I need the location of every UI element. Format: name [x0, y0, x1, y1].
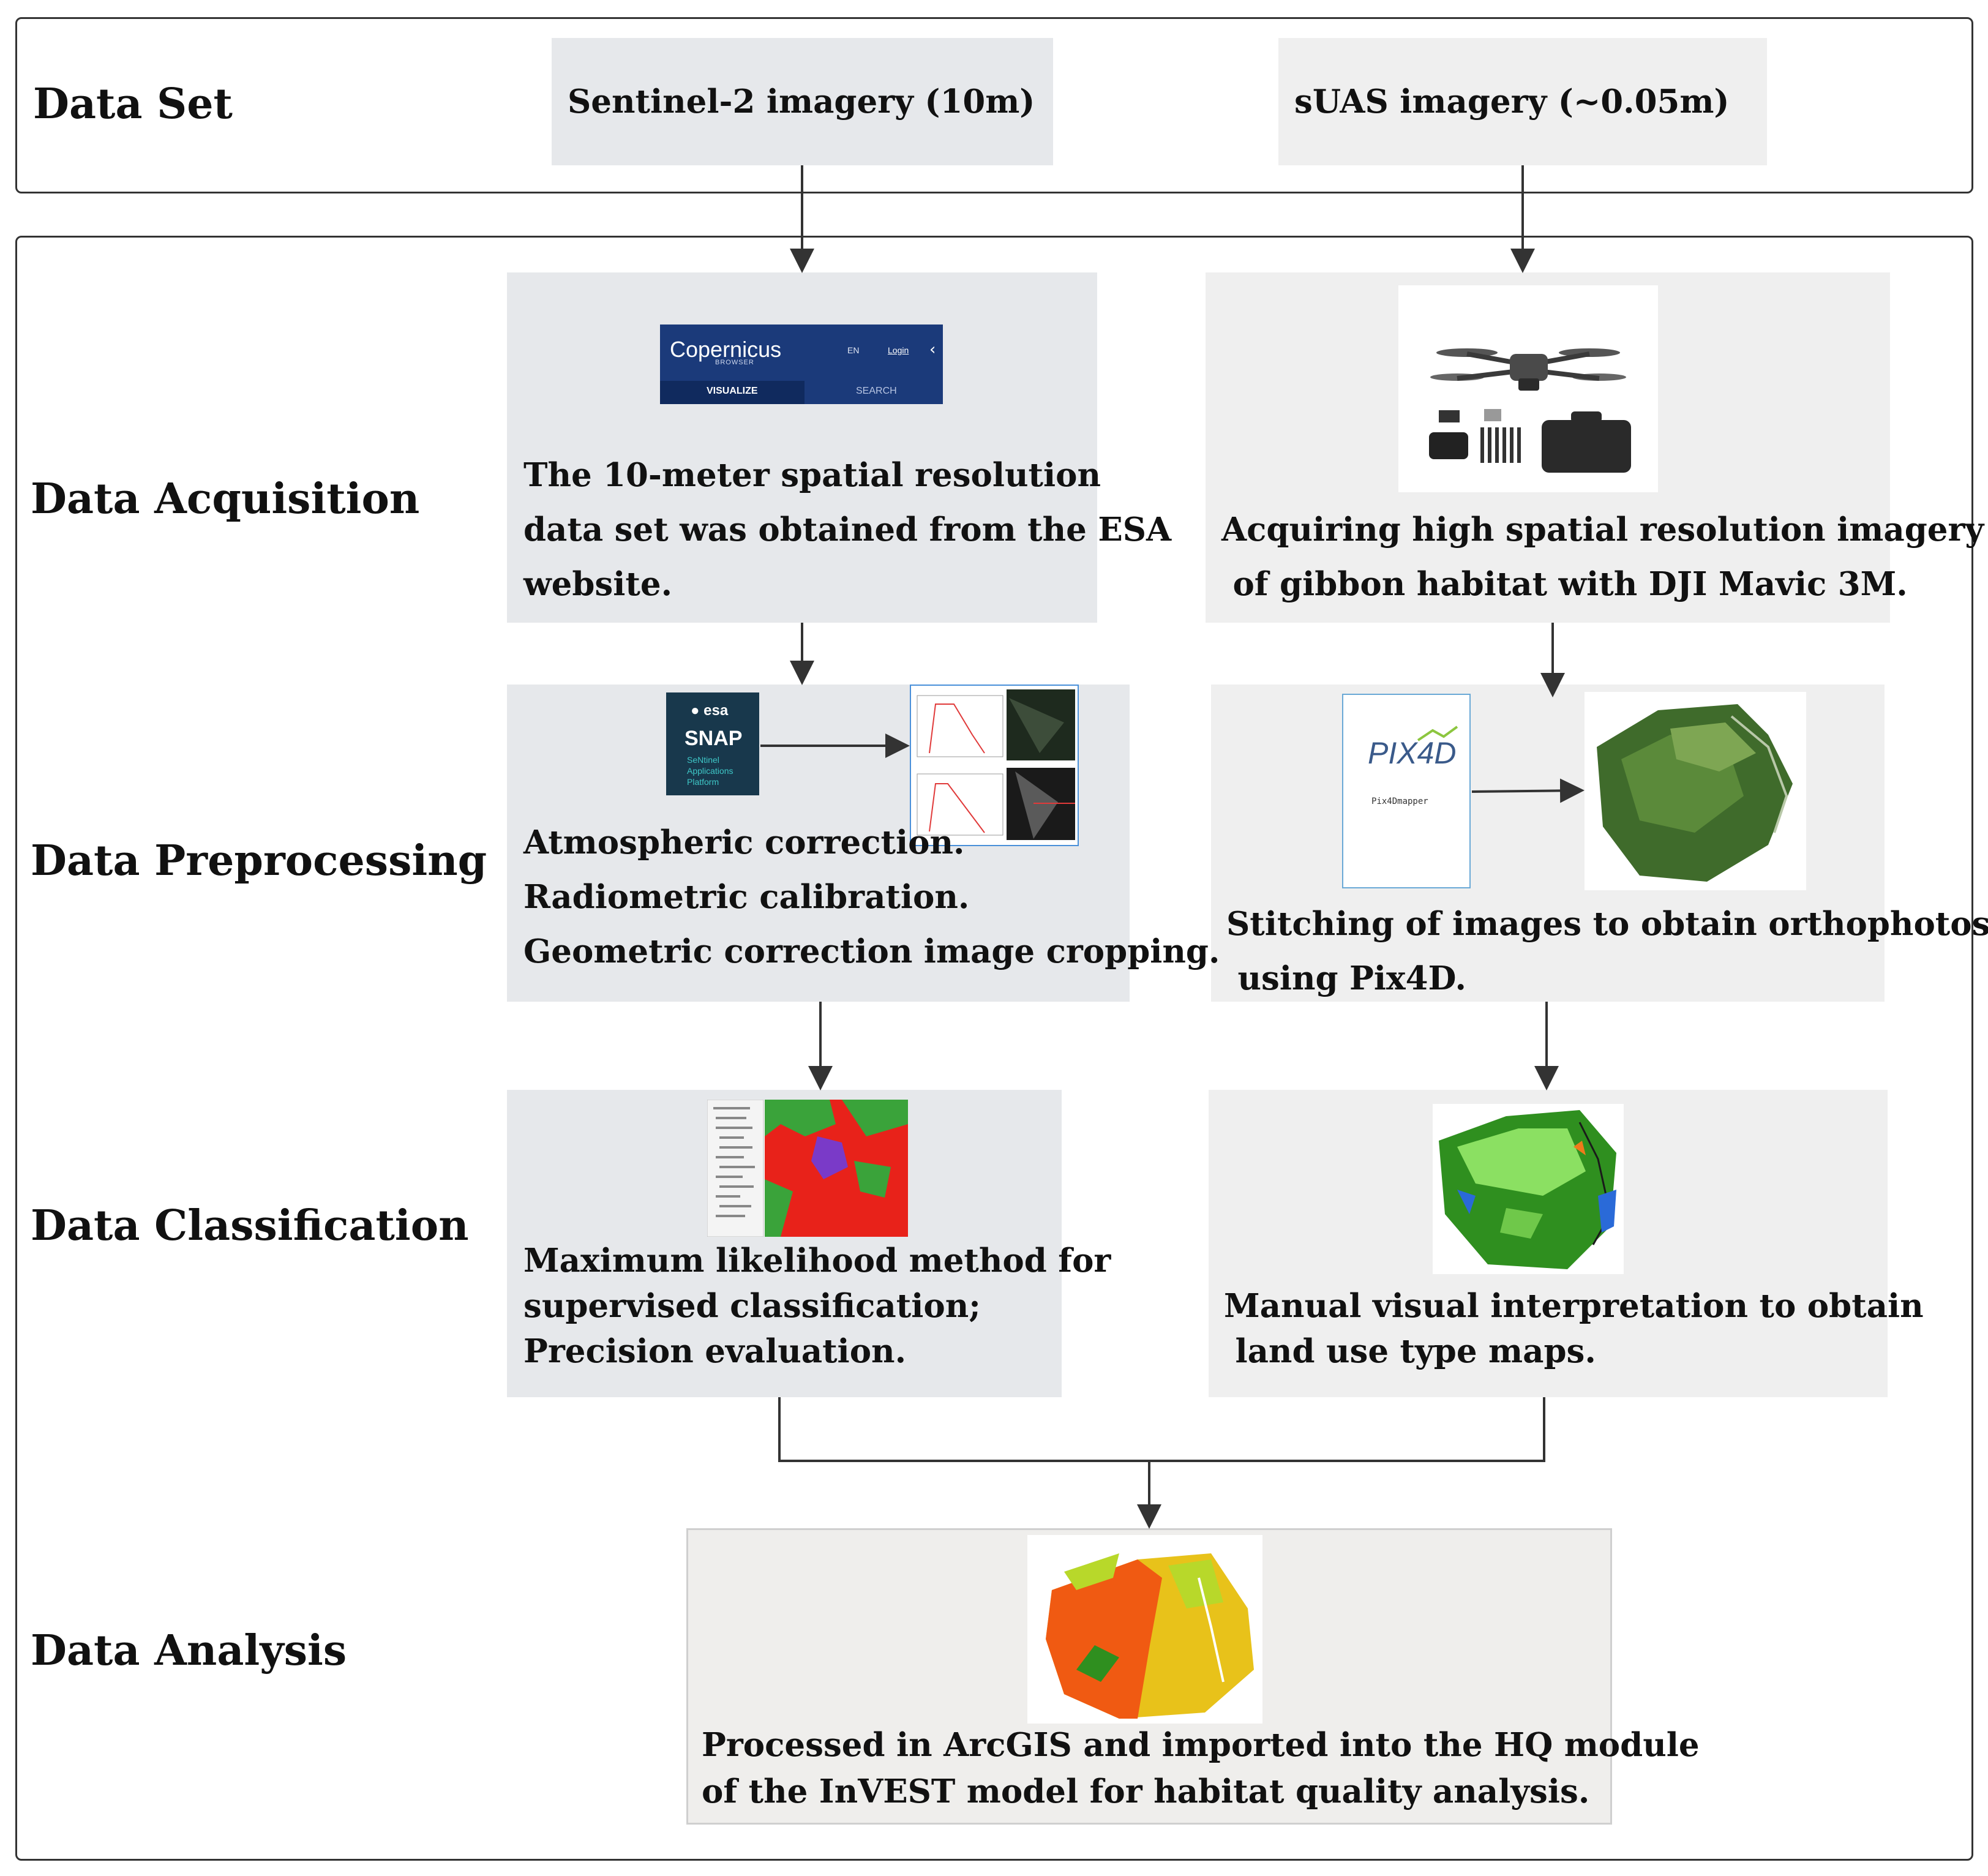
esa-label: ● esa: [691, 702, 729, 719]
copernicus-logo-subtext: BROWSER: [715, 359, 754, 366]
suas-source-label: sUAS imagery (~0.05m): [1294, 83, 1730, 121]
copernicus-language: EN: [847, 345, 860, 355]
stage-label-preprocessing: Data Preprocessing: [31, 836, 487, 885]
right-classification-line-2: land use type maps.: [1224, 1332, 1596, 1370]
left-acquisition-line-1: The 10-meter spatial resolution: [523, 456, 1101, 494]
right-classification-line-1: Manual visual interpretation to obtain: [1224, 1287, 1924, 1325]
arrow-pix4d-to-orthophoto: [1471, 778, 1585, 803]
drone-kit-illustration: [1429, 348, 1631, 473]
left-acquisition-line-3: website.: [523, 565, 673, 603]
snap-subtitle-3: Platform: [687, 777, 719, 787]
data-set-frame: [15, 17, 1973, 193]
pix4d-logo: PIX4D: [1368, 736, 1457, 770]
left-classification-line-3: Precision evaluation.: [523, 1332, 907, 1370]
analysis-line-1: Processed in ArcGIS and imported into th…: [702, 1726, 1700, 1764]
copernicus-logo-text: Copernicus: [670, 337, 782, 362]
land-use-type-map: [1433, 1104, 1624, 1274]
workflow-frame: [15, 236, 1973, 1861]
dji-mavic-kit-photo: [1398, 285, 1658, 492]
snap-label: SNAP: [685, 727, 743, 750]
left-acquisition-line-2: data set was obtained from the ESA: [523, 511, 1172, 549]
right-preprocessing-line-1: Stitching of images to obtain orthophoto…: [1226, 905, 1988, 943]
left-preprocessing-line-3: Geometric correction image cropping.: [523, 932, 1220, 970]
copernicus-login-link[interactable]: Login: [888, 345, 909, 355]
habitat-quality-map: [1027, 1535, 1262, 1724]
copernicus-collapse-icon[interactable]: ‹: [929, 340, 936, 359]
orthophoto-image: [1585, 692, 1806, 890]
left-classification-line-1: Maximum likelihood method for: [523, 1242, 1111, 1280]
right-preprocessing-line-2: using Pix4D.: [1226, 959, 1466, 997]
merge-connector: [778, 1397, 1545, 1462]
right-acquisition-line-1: Acquiring high spatial resolution imager…: [1221, 511, 1984, 549]
left-classification-line-2: supervised classification;: [523, 1287, 981, 1325]
stage-label-analysis: Data Analysis: [31, 1626, 347, 1675]
pix4d-product-name: Pix4Dmapper: [1371, 797, 1428, 806]
copernicus-tab-search[interactable]: SEARCH: [856, 386, 897, 396]
supervised-classification-map: [707, 1100, 908, 1237]
analysis-line-2: of the InVEST model for habitat quality …: [702, 1773, 1590, 1810]
suas-source-box: sUAS imagery (~0.05m): [1278, 38, 1767, 165]
stage-label-data-set: Data Set: [33, 80, 233, 129]
copernicus-tab-visualize[interactable]: VISUALIZE: [707, 386, 758, 396]
right-acquisition-line-2: of gibbon habitat with DJI Mavic 3M.: [1221, 565, 1908, 603]
sentinel-source-label: Sentinel-2 imagery (10m): [568, 83, 1035, 121]
stage-label-acquisition: Data Acquisition: [31, 475, 420, 523]
sentinel-source-box: Sentinel-2 imagery (10m): [552, 38, 1053, 165]
copernicus-browser-screenshot: Copernicus BROWSER EN Login ‹ VISUALIZE …: [660, 325, 943, 404]
esa-snap-logo: ● esa SNAP SeNtinel Applications Platfor…: [666, 692, 759, 795]
pix4d-splash-screen: PIX4D Pix4Dmapper: [1342, 694, 1471, 888]
snap-spectrum-screenshot: [910, 685, 1079, 846]
snap-subtitle-1: SeNtinel: [687, 755, 719, 765]
left-preprocessing-line-1: Atmospheric correction.: [523, 824, 965, 861]
stage-label-classification: Data Classification: [31, 1201, 469, 1250]
snap-subtitle-2: Applications: [687, 766, 733, 776]
left-preprocessing-line-2: Radiometric calibration.: [523, 878, 970, 916]
